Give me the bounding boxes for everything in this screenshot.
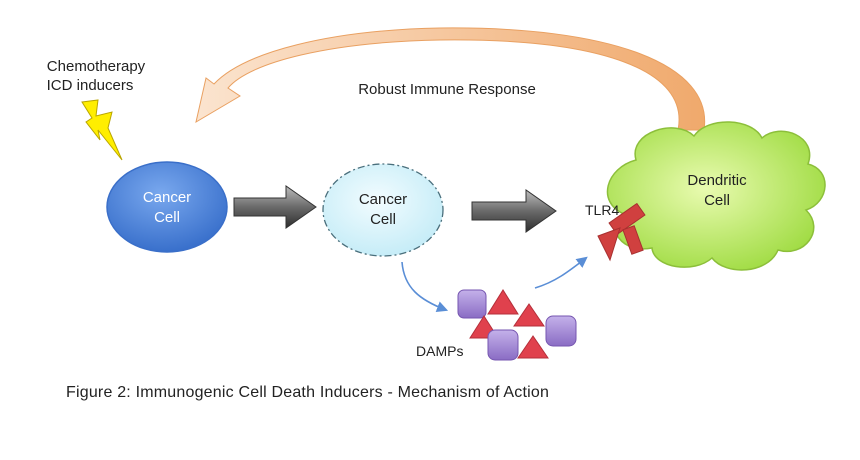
damp-triangle — [487, 289, 519, 315]
inducer-label-line2: ICD inducers — [47, 77, 134, 94]
release-arrow — [401, 261, 449, 313]
damp-triangle — [517, 335, 549, 359]
dying-cell-label-line1: Cancer — [359, 191, 407, 208]
damps-cluster — [457, 289, 577, 361]
signal-arrow — [534, 256, 588, 289]
damps-label: DAMPs — [416, 343, 463, 359]
dendritic-cell-label-line2: Cell — [704, 192, 730, 209]
dendritic-cell-label-line1: Dendritic — [687, 172, 747, 189]
progression-arrow-2 — [471, 189, 557, 233]
response-label: Robust Immune Response — [358, 81, 536, 98]
cancer-cell-label-line1: Cancer — [143, 189, 191, 206]
receptor-label: TLR4 — [585, 202, 619, 218]
progression-arrow-1 — [233, 185, 317, 229]
dying-cell-label-line2: Cell — [370, 211, 396, 228]
cancer-cell — [106, 161, 228, 253]
damp-square — [487, 329, 519, 361]
damp-triangle — [513, 303, 545, 327]
tlr4-receptor-icon — [597, 202, 646, 262]
figure-caption: Figure 2: Immunogenic Cell Death Inducer… — [66, 384, 550, 401]
dying-cancer-cell — [322, 163, 444, 257]
cancer-cell-label-line2: Cell — [154, 209, 180, 226]
damp-square — [545, 315, 577, 347]
dendritic-cell — [606, 121, 826, 271]
damp-square — [457, 289, 487, 319]
lightning-icon — [81, 99, 123, 161]
inducer-label-line1: Chemotherapy — [47, 58, 146, 75]
response-arrow — [195, 27, 706, 131]
